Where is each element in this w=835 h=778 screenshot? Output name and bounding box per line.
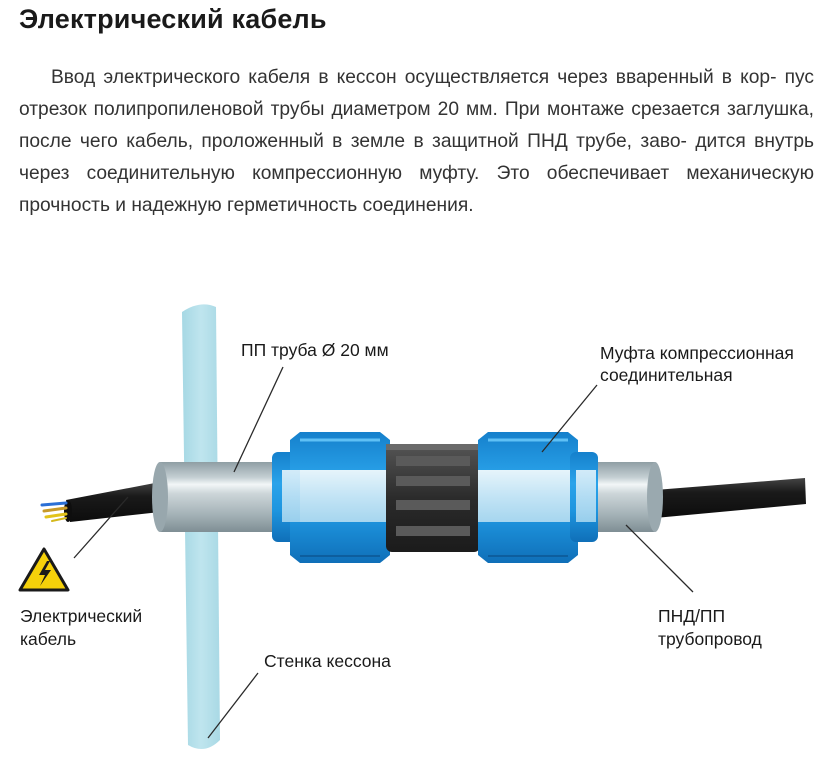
paragraph-line: заглушка, после чего кабель, проложенный… bbox=[19, 99, 814, 152]
high-voltage-warning-icon bbox=[18, 547, 70, 592]
leader-coupling bbox=[541, 384, 598, 453]
leader-pp-pipe bbox=[233, 366, 284, 473]
paragraph-line: Ввод электрического кабеля в кессон осущ… bbox=[51, 67, 777, 88]
leader-cable bbox=[73, 496, 129, 559]
label-cable-line2: кабель bbox=[20, 629, 76, 649]
label-cable-line1: Электрический bbox=[20, 606, 142, 626]
paragraph-line: механическую прочность и надежную гермет… bbox=[19, 163, 814, 216]
intro-paragraph: Ввод электрического кабеля в кессон осущ… bbox=[19, 62, 814, 222]
pe-pipeline bbox=[585, 462, 663, 532]
leader-pipeline bbox=[625, 524, 694, 593]
cable-right bbox=[655, 478, 806, 518]
label-pp-pipe: ПП труба Ø 20 мм bbox=[241, 340, 389, 360]
label-coupling-line2: соединительная bbox=[600, 365, 733, 385]
coupling-right bbox=[478, 432, 598, 563]
paragraph-line: дится внутрь через соединительную компре… bbox=[19, 131, 815, 184]
leader-lines bbox=[73, 366, 694, 739]
label-pipeline-line1: ПНД/ПП bbox=[658, 606, 725, 626]
compression-nut bbox=[386, 444, 480, 552]
coupling-left bbox=[272, 432, 390, 563]
label-wall: Стенка кессона bbox=[264, 651, 391, 671]
label-pipeline-line2: трубопровод bbox=[658, 629, 762, 649]
page-title: Электрический кабель bbox=[19, 4, 327, 34]
paragraph-line: пус отрезок полипропиленовой трубы диаме… bbox=[19, 67, 814, 120]
leader-wall bbox=[207, 672, 259, 739]
pp-pipe bbox=[152, 462, 285, 532]
cable-left-end bbox=[40, 482, 160, 522]
label-coupling-line1: Муфта компрессионная bbox=[600, 343, 794, 363]
